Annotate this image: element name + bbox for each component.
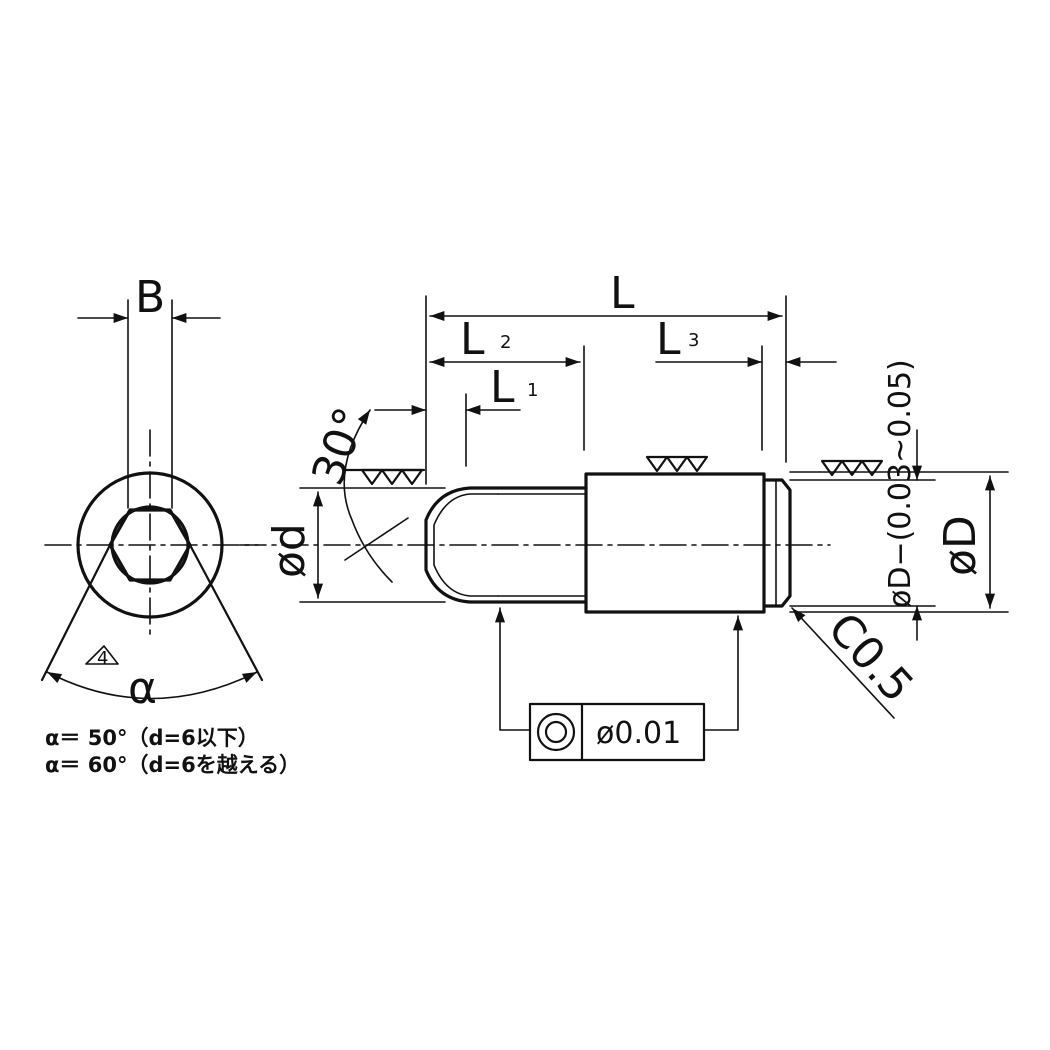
phi-big-d-label: øD bbox=[935, 515, 986, 576]
concentricity-leader-right bbox=[703, 615, 744, 731]
angle-label: 30° bbox=[302, 401, 377, 492]
body-outline bbox=[584, 472, 766, 614]
phi-d-tolerance-label: øD−(0.03~0.05) bbox=[883, 359, 918, 608]
tolerance-frame: ø0.01 bbox=[528, 702, 706, 762]
alpha-note-2: α＝ 60°（d=6を越える） bbox=[45, 753, 300, 777]
concentricity-icon-inner bbox=[544, 720, 568, 744]
l3-label: L bbox=[656, 314, 681, 365]
l1-subscript: 1 bbox=[527, 380, 538, 401]
alpha-label: α bbox=[128, 663, 157, 714]
svg-text:4: 4 bbox=[97, 648, 108, 669]
l3-subscript: 3 bbox=[688, 330, 699, 351]
tip-chamfer-inner bbox=[433, 493, 499, 597]
alpha-line-right bbox=[188, 543, 264, 682]
body-chamfer-end bbox=[762, 478, 792, 608]
roughness-triangles-end-icon bbox=[820, 459, 884, 477]
angle-arc bbox=[343, 409, 393, 583]
roughness-triangles-tip-icon bbox=[343, 468, 426, 486]
l2-label: L bbox=[460, 314, 485, 365]
end-view: B α 4 bbox=[40, 272, 264, 714]
l-label: L bbox=[610, 268, 635, 319]
roughness-triangles-body-icon bbox=[645, 455, 709, 473]
tip-outline bbox=[424, 486, 588, 604]
side-view: L L 2 L 1 L 3 30° ød øD øD−(0.03~ bbox=[239, 268, 1009, 731]
chamfer-leader bbox=[791, 607, 895, 719]
alpha-arc bbox=[46, 671, 258, 700]
concentricity-icon bbox=[536, 712, 576, 752]
phi-d-label: ød bbox=[264, 523, 315, 578]
alpha-note-1: α＝ 50°（d=6以下） bbox=[45, 726, 259, 750]
roughness-mark-icon: 4 bbox=[85, 645, 119, 669]
l2-subscript: 2 bbox=[500, 332, 511, 353]
chamfer-label: C0.5 bbox=[818, 603, 923, 712]
concentricity-leader-left bbox=[494, 607, 531, 731]
angle-leader bbox=[344, 517, 409, 561]
l1-label: L bbox=[490, 362, 515, 413]
b-label: B bbox=[135, 272, 165, 323]
alpha-line-left bbox=[40, 543, 112, 682]
tolerance-value: ø0.01 bbox=[596, 716, 681, 751]
